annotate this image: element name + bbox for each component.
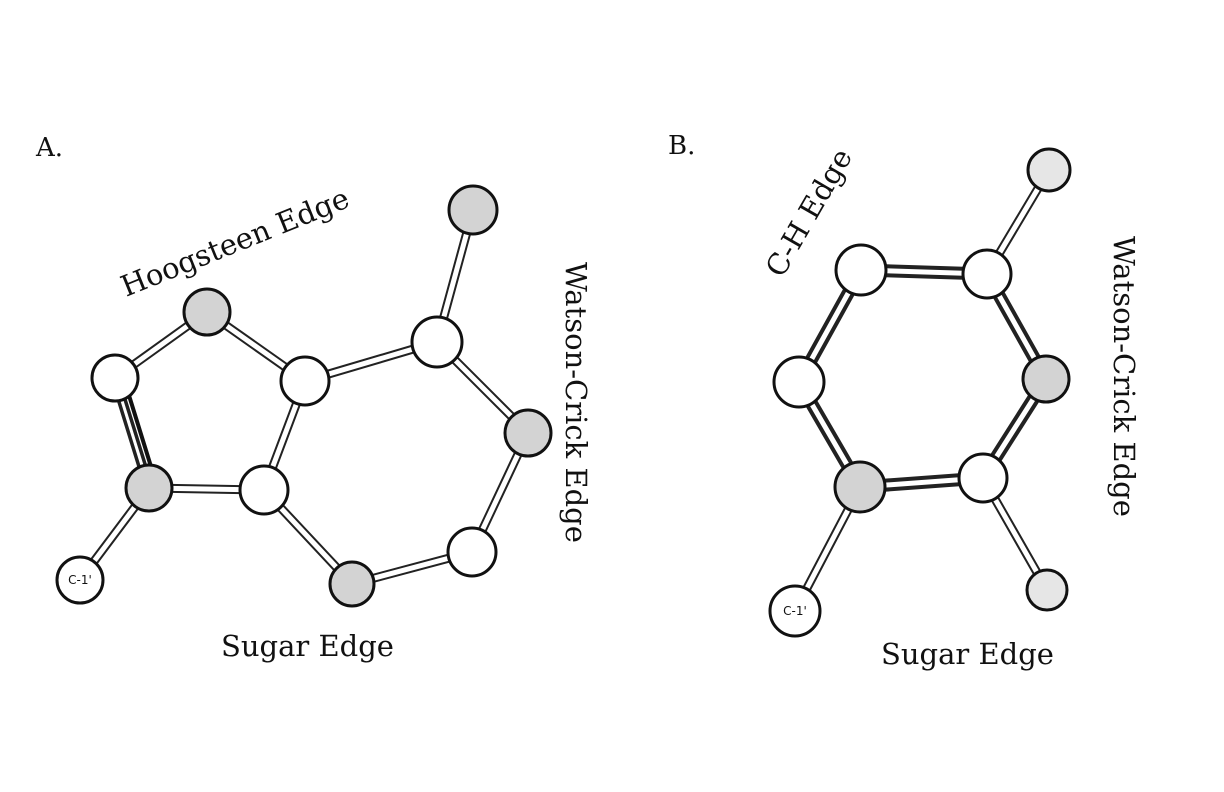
sugar-edge-label-b: Sugar Edge (881, 637, 1054, 671)
hoogsteen-edge-label: Hoogsteen Edge (116, 181, 354, 304)
atom-a-10 (328, 560, 376, 608)
atom-a-5 (238, 464, 290, 516)
atom-b-8 (1025, 568, 1069, 612)
atom-b-4 (772, 355, 826, 409)
atom-b-3 (1026, 147, 1072, 193)
atom-b-6 (833, 460, 887, 514)
panel-b-atoms: C-1' (768, 147, 1072, 638)
atom-b-c1 (768, 584, 822, 638)
atom-a-2 (90, 353, 140, 403)
watson-crick-edge-label-b: Watson-Crick Edge (1107, 236, 1141, 517)
panel-a: A. (35, 133, 593, 663)
sugar-edge-label-a: Sugar Edge (221, 629, 394, 663)
panel-b-bonds (790, 165, 1054, 616)
atom-a-1 (182, 287, 232, 337)
atom-a-8 (503, 408, 553, 458)
atom-b-5 (1021, 354, 1071, 404)
atom-a-9 (446, 526, 498, 578)
c1-label-a: C-1' (68, 573, 92, 587)
watson-crick-edge-label-a: Watson-Crick Edge (559, 262, 593, 543)
atom-a-c1 (55, 555, 105, 605)
atom-b-7 (957, 452, 1009, 504)
atom-b-2 (961, 248, 1013, 300)
atom-a-3 (279, 355, 331, 407)
panel-a-label: A. (35, 133, 63, 163)
panel-b-label: B. (668, 131, 695, 161)
panel-a-atoms: C-1' (55, 184, 553, 608)
atom-a-7 (447, 184, 499, 236)
atom-a-4 (124, 463, 174, 513)
panel-b: B. C-1' C-H Edge Watso (668, 131, 1141, 671)
c1-label-b: C-1' (783, 604, 807, 618)
atom-a-6 (410, 315, 464, 369)
atom-b-1 (834, 243, 888, 297)
